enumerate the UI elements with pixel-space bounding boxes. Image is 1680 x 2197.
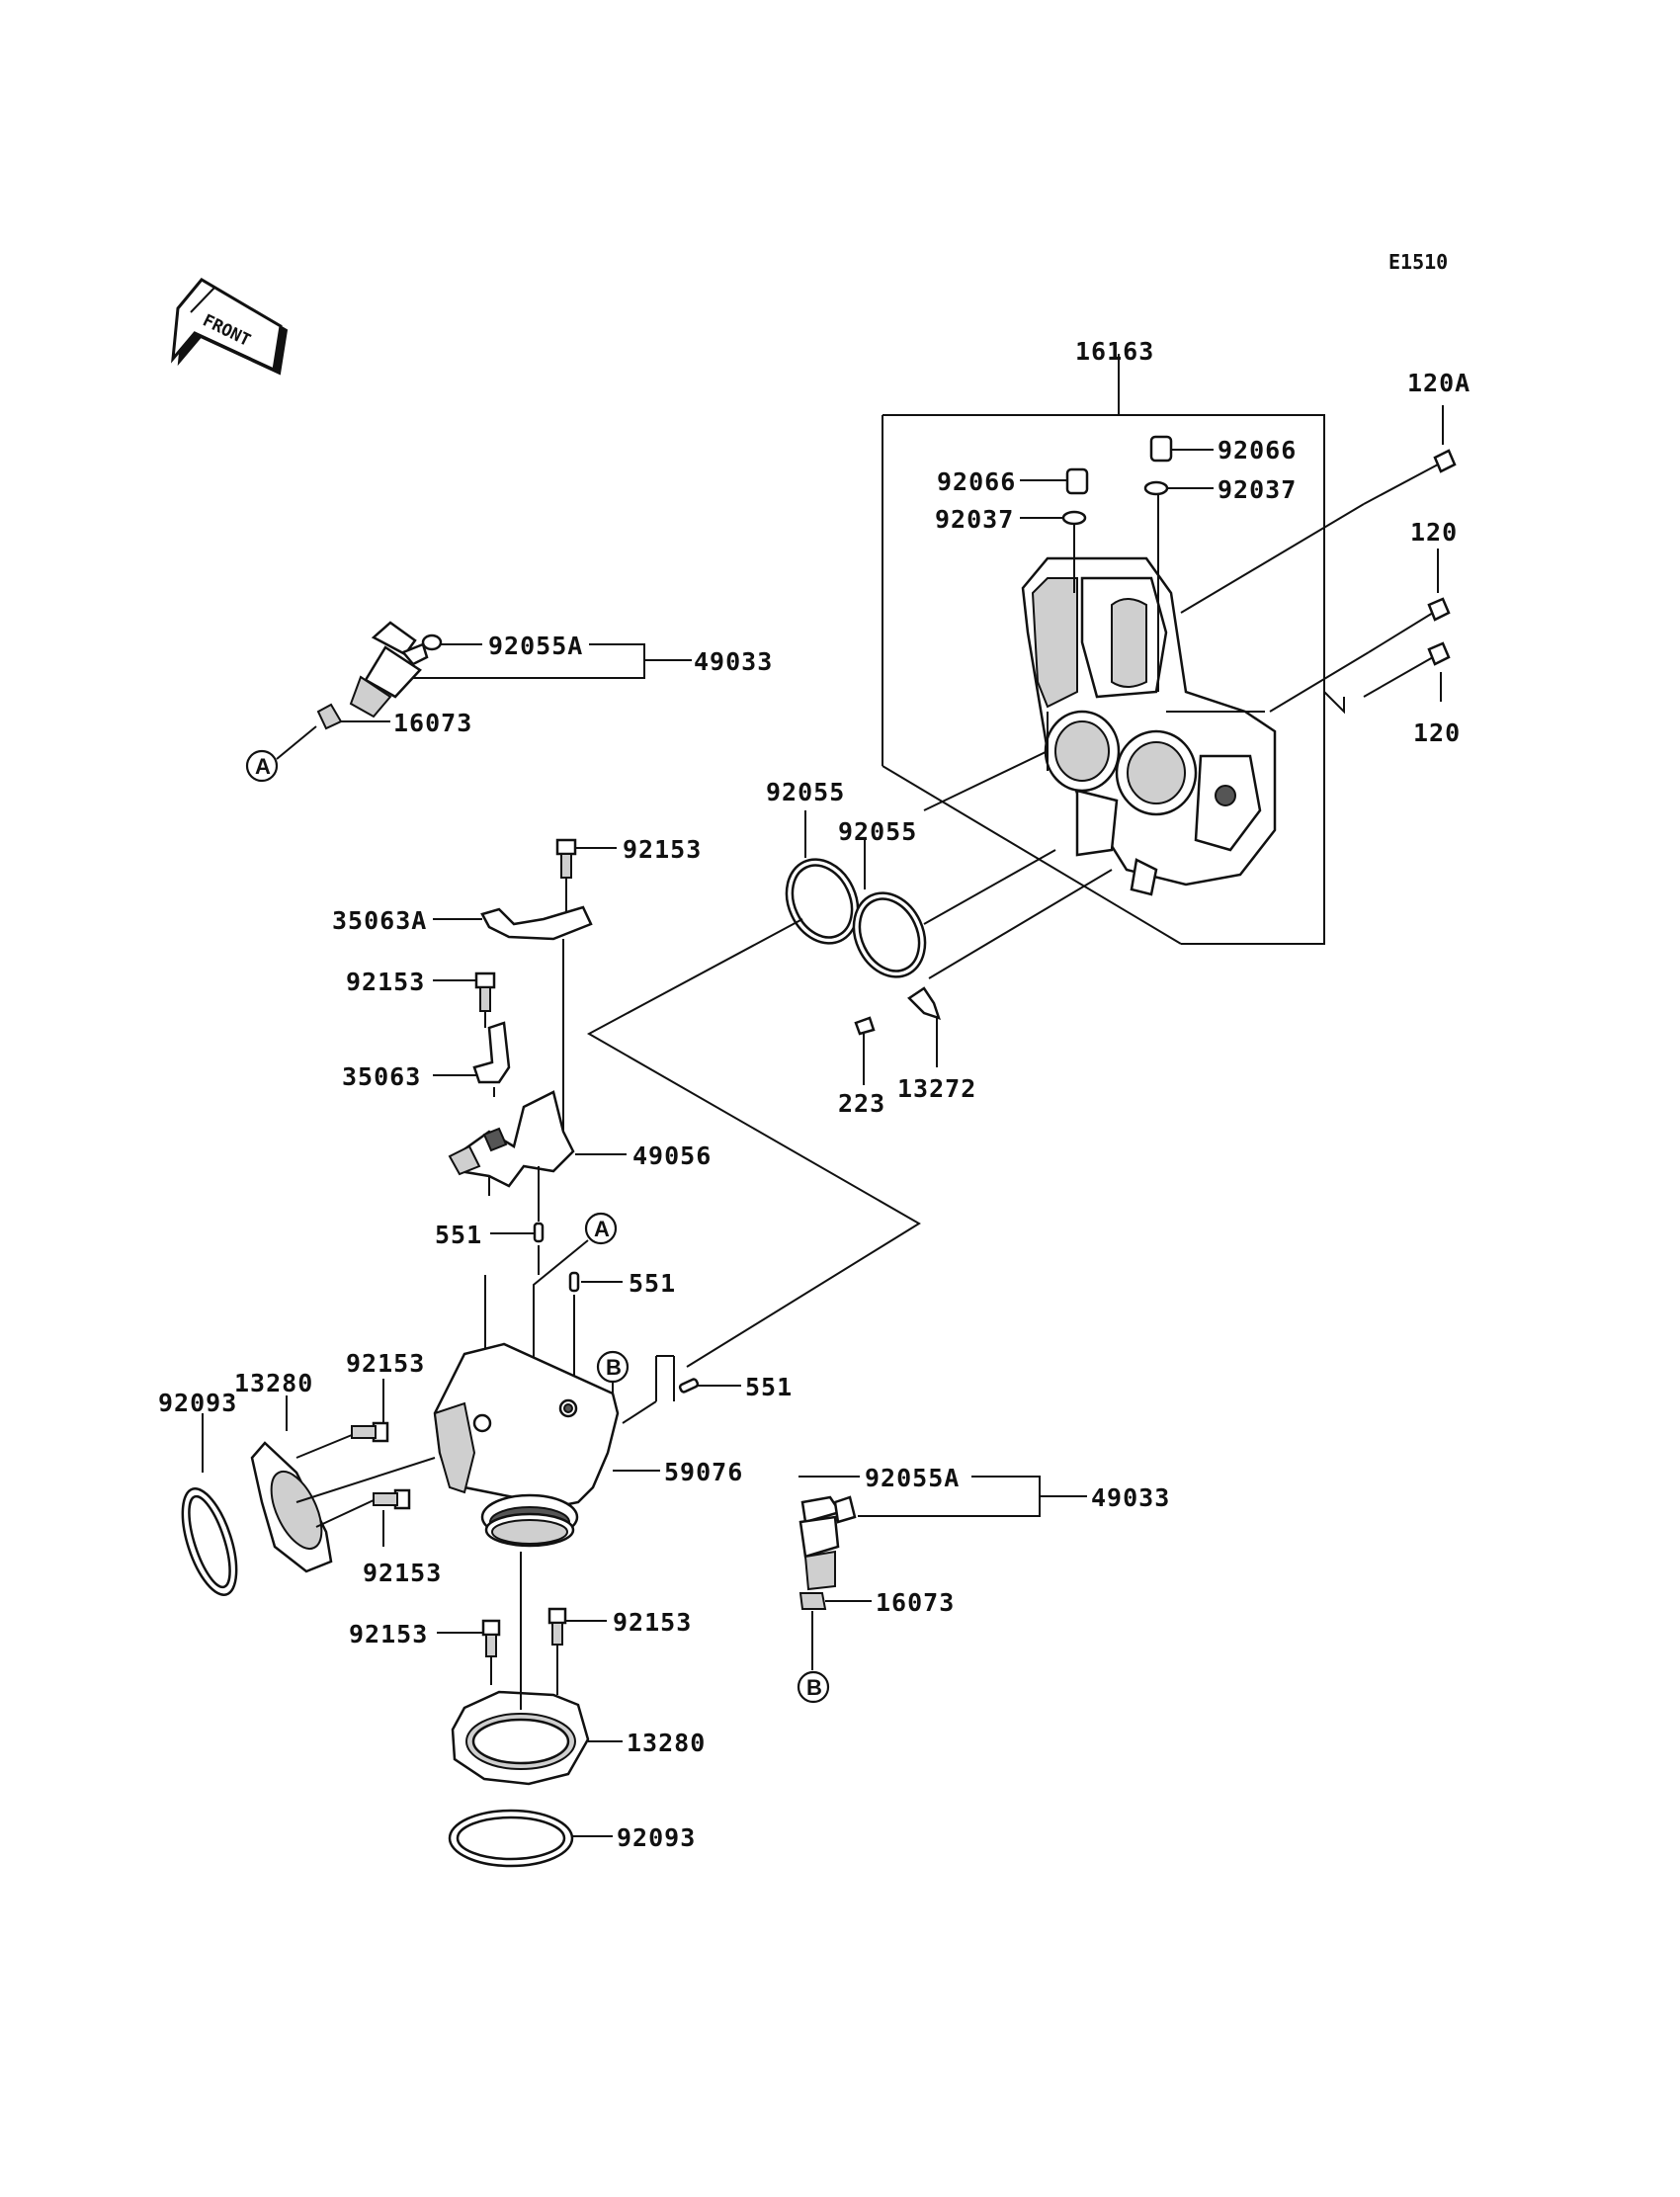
ref-b-manifold-label: B xyxy=(606,1355,622,1380)
ref-b-bottom-circle: B xyxy=(797,1670,830,1704)
intake-manifold-icon xyxy=(433,1342,660,1548)
callout-16163: 16163 xyxy=(1075,337,1154,366)
callout-16073-top: 16073 xyxy=(393,709,472,737)
injector-bottom-bracket xyxy=(858,1476,1087,1517)
injector-top-icon xyxy=(349,621,482,718)
pipe-49056-icon xyxy=(448,1090,627,1196)
clip-left-icon xyxy=(1020,510,1087,593)
clip-right-icon xyxy=(1143,480,1214,692)
callout-92037-left: 92037 xyxy=(935,505,1014,534)
callout-49056: 49056 xyxy=(632,1141,712,1170)
clamp-13272-icon xyxy=(907,986,941,1067)
seal-92093-bottom-icon xyxy=(448,1809,613,1868)
ref-b-bottom-label: B xyxy=(806,1675,822,1700)
ref-b-manifold-circle: B xyxy=(596,1350,630,1403)
bolt-120-upper-icon xyxy=(1269,549,1451,713)
callout-35063a: 35063A xyxy=(332,906,427,935)
callout-16073-bottom: 16073 xyxy=(876,1588,955,1617)
pin-551-right-icon xyxy=(678,1378,741,1394)
callout-92055-left: 92055 xyxy=(766,778,845,806)
callout-92066-left: 92066 xyxy=(937,467,1016,496)
injector-top-bracket xyxy=(413,643,692,679)
oring-92055-left-icon xyxy=(785,810,860,945)
oring-92055-right-icon xyxy=(852,840,927,978)
callout-92153-mid: 92153 xyxy=(346,968,425,996)
assembly-leader-lines xyxy=(586,750,1113,1368)
bolt-120-lower-icon xyxy=(1323,641,1451,715)
holder-13280-bottom-icon xyxy=(451,1552,623,1786)
callout-92153-top: 92153 xyxy=(623,835,702,864)
callout-92066-right: 92066 xyxy=(1218,436,1297,465)
injector-bottom-icon xyxy=(798,1476,860,1591)
callout-120-upper: 120 xyxy=(1410,518,1458,547)
screw-223-icon xyxy=(854,1016,876,1085)
callout-92093-left: 92093 xyxy=(158,1389,237,1417)
callout-551-right: 551 xyxy=(745,1373,793,1401)
callout-223: 223 xyxy=(838,1089,885,1118)
callout-13280-bottom: 13280 xyxy=(627,1729,706,1757)
bracket-35063a-icon xyxy=(433,905,593,1146)
seal-92093-left-icon xyxy=(181,1413,238,1596)
bolt-92153-mid-icon xyxy=(433,972,496,1028)
callout-92153-bottom-right: 92153 xyxy=(613,1608,692,1637)
callout-13280-left: 13280 xyxy=(234,1369,313,1397)
bush-bottom-icon xyxy=(798,1592,872,1670)
callout-92153-left-lower: 92153 xyxy=(363,1559,442,1587)
bolt-120a-icon xyxy=(1180,405,1457,614)
callout-551-left: 551 xyxy=(435,1221,482,1249)
bolt-92153-top-icon xyxy=(555,838,617,919)
bolt-92153-left-lower-icon xyxy=(315,1488,411,1547)
bracket-35063-icon xyxy=(433,1021,511,1097)
callout-92055a-top: 92055A xyxy=(488,632,583,660)
holder-13280-left-icon xyxy=(250,1395,436,1573)
callout-49033-bottom: 49033 xyxy=(1091,1483,1170,1512)
bush-top-icon xyxy=(276,703,390,760)
ref-a-manifold-circle: A xyxy=(533,1212,618,1384)
ref-a-top-label: A xyxy=(255,754,271,779)
callout-120a: 120A xyxy=(1407,369,1470,397)
callout-35063: 35063 xyxy=(342,1062,421,1091)
ref-a-manifold-label: A xyxy=(594,1217,610,1241)
callout-92153-bottom-left: 92153 xyxy=(349,1620,428,1648)
bolt-92153-left-upper-icon xyxy=(295,1379,389,1459)
callout-49033-top: 49033 xyxy=(694,647,773,676)
front-arrow-icon: FRONT xyxy=(171,278,289,376)
callout-120-lower: 120 xyxy=(1413,718,1461,747)
throttle-body xyxy=(1021,556,1277,896)
bolt-92153-bottom-left-icon xyxy=(437,1619,501,1685)
diagram-code: E1510 xyxy=(1388,250,1448,274)
callout-92093-bottom: 92093 xyxy=(617,1823,696,1852)
ref-a-top-circle: A xyxy=(245,749,279,783)
callout-92055-right: 92055 xyxy=(838,817,917,846)
bolt-92153-bottom-right-icon xyxy=(547,1607,607,1695)
callout-551-mid: 551 xyxy=(629,1269,676,1298)
callout-13272: 13272 xyxy=(897,1074,976,1103)
callout-59076: 59076 xyxy=(664,1458,743,1486)
pin-551-left-icon xyxy=(490,1166,545,1275)
manifold-pin-bracket xyxy=(484,1275,675,1424)
cap-left-icon xyxy=(1020,467,1089,495)
callout-92055a-bottom: 92055A xyxy=(865,1464,960,1492)
cap-right-icon xyxy=(1149,435,1214,463)
callout-92037-right: 92037 xyxy=(1218,475,1297,504)
callout-92153-left-upper: 92153 xyxy=(346,1349,425,1378)
